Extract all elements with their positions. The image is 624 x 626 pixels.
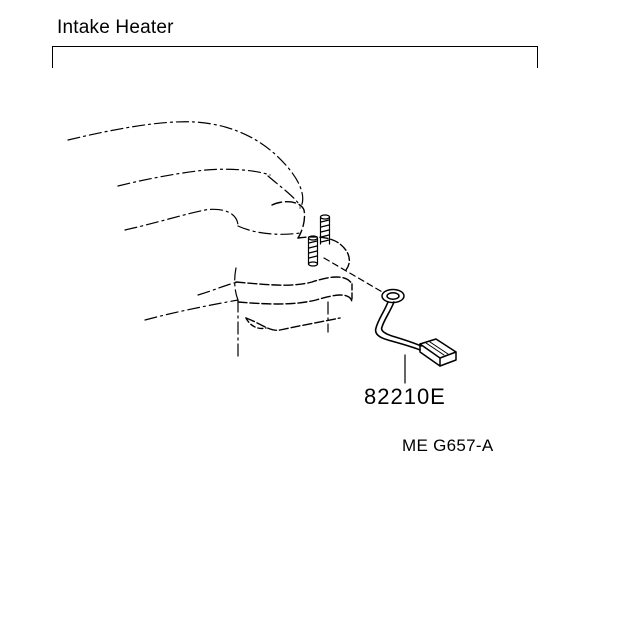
wire-connector xyxy=(419,338,457,367)
mounting-studs xyxy=(307,214,331,267)
installation-guide-line xyxy=(323,257,385,294)
heater-element xyxy=(381,288,405,304)
section-bracket xyxy=(52,46,538,68)
flange-block xyxy=(235,201,353,332)
manifold-phantom-outline xyxy=(67,121,329,361)
heater-wire xyxy=(374,301,422,351)
diagram-title: Intake Heater xyxy=(57,17,174,38)
part-number-label: 82210E xyxy=(364,384,446,409)
figure-code-label: ME G657-A xyxy=(402,436,494,455)
